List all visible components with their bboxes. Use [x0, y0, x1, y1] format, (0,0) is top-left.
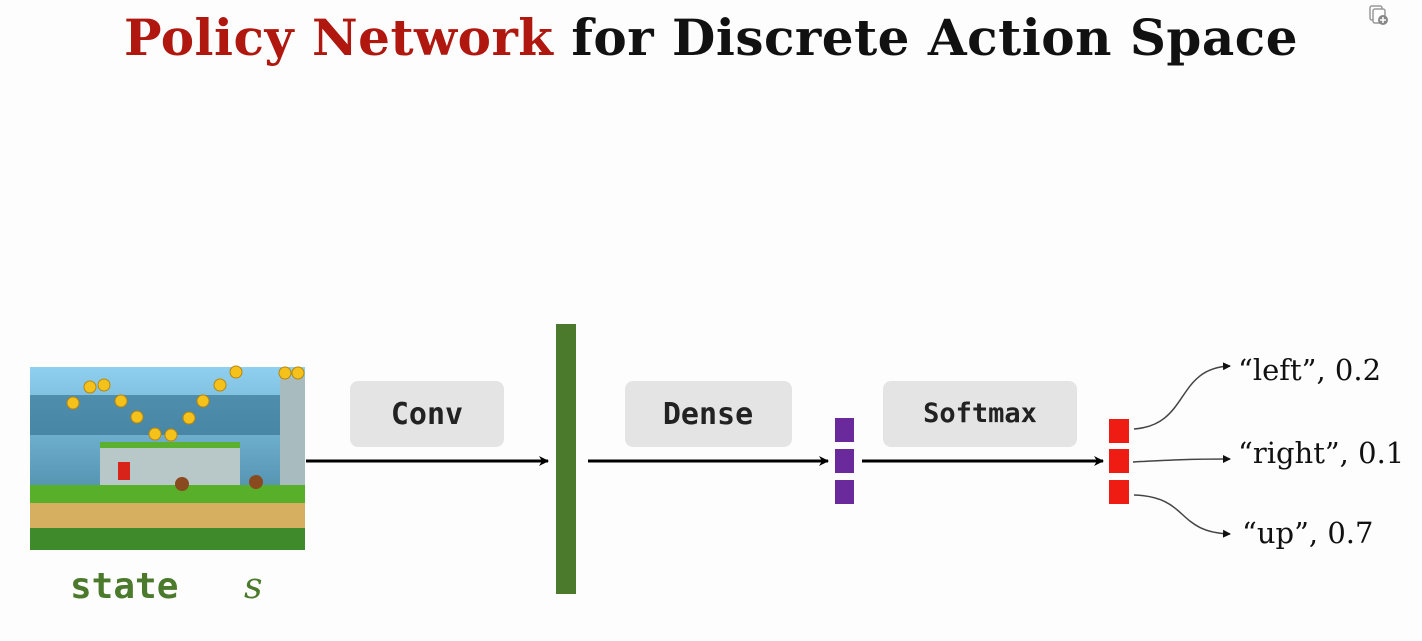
- dense-output-units: [835, 418, 854, 504]
- state-label: state: [70, 566, 178, 607]
- copy-add-icon[interactable]: [1368, 4, 1390, 26]
- softmax-label: Softmax: [923, 398, 1037, 429]
- state-variable: s: [244, 566, 262, 607]
- dense-label: Dense: [663, 397, 753, 432]
- output-right: “right”, 0.1: [1238, 436, 1404, 470]
- conv-label: Conv: [391, 397, 463, 432]
- slide-title: Policy Network for Discrete Action Space: [0, 8, 1422, 67]
- game-screenshot: [30, 365, 305, 550]
- title-highlight: Policy Network: [123, 8, 554, 67]
- conv-feature-bar: [556, 324, 576, 594]
- conv-layer-box: [350, 381, 504, 447]
- dense-layer-box: [625, 381, 792, 447]
- output-left: “left”, 0.2: [1238, 353, 1381, 387]
- output-up: “up”, 0.7: [1242, 516, 1373, 550]
- arrow-left-output: [1133, 362, 1231, 430]
- softmax-layer-box: [883, 381, 1077, 447]
- softmax-output-units: [1109, 419, 1129, 504]
- arrow-up-output: [1133, 494, 1231, 538]
- title-rest: for Discrete Action Space: [553, 8, 1299, 67]
- arrow-right-output: [1132, 455, 1231, 464]
